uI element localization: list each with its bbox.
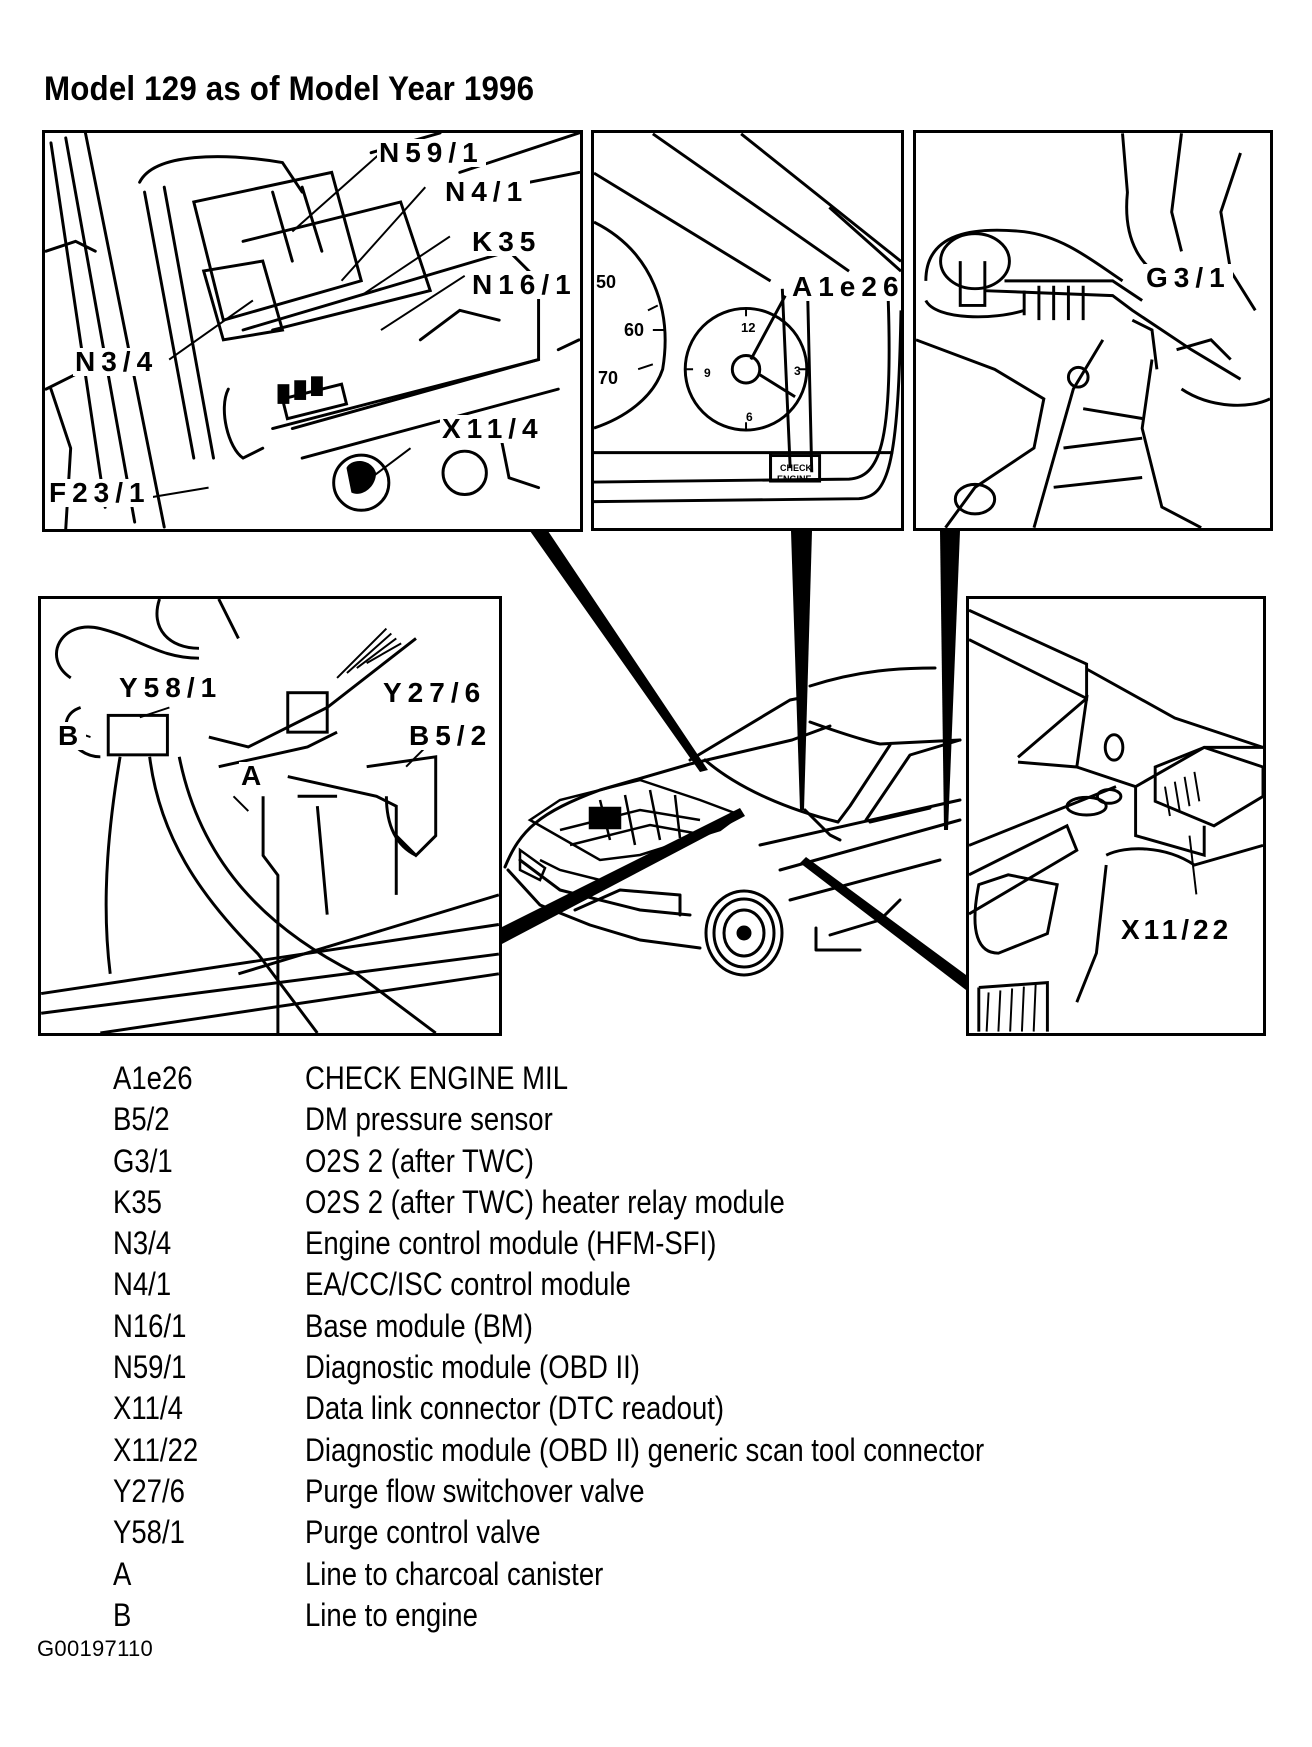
- clock-label-3: 3: [794, 364, 801, 378]
- front-wheel: [704, 889, 784, 977]
- callout-x11-4: X11/4: [440, 413, 546, 444]
- callout-y58-1: Y58/1: [117, 672, 225, 703]
- panel-instrument-cluster: 50 60 70 12 9 3 6 CHECK ENGINE A1e26: [591, 130, 904, 531]
- legend-code: X11/22: [113, 1431, 199, 1468]
- legend-description: Diagnostic module (OBD II): [305, 1349, 640, 1386]
- legend-code: N3/4: [113, 1225, 172, 1262]
- legend-description: O2S 2 (after TWC) heater relay module: [305, 1183, 785, 1220]
- callout-f23-1: F23/1: [47, 477, 153, 508]
- o2-sensor-illustration: [916, 133, 1270, 528]
- legend-description: EA/CC/ISC control module: [305, 1266, 631, 1303]
- gauge-label-50: 50: [596, 272, 617, 292]
- pointer-wedge-o2s: [940, 531, 960, 830]
- check-engine-indicator-line2: ENGINE: [777, 474, 812, 484]
- legend-code: X11/4: [113, 1390, 183, 1427]
- legend-code: A: [113, 1555, 132, 1592]
- callout-n16-1: N16/1: [470, 269, 579, 300]
- legend-description: Purge control valve: [305, 1514, 541, 1551]
- legend-description: Line to engine: [305, 1596, 478, 1633]
- callout-x11-22: X11/22: [1119, 914, 1235, 945]
- callout-g3-1: G3/1: [1144, 262, 1233, 293]
- legend-code: B: [113, 1596, 132, 1633]
- clock-label-6: 6: [746, 410, 753, 424]
- engine-compartment-illustration: [45, 133, 580, 529]
- gauge-label-60: 60: [624, 320, 645, 340]
- clock-label-12: 12: [741, 320, 756, 335]
- legend-description: Engine control module (HFM-SFI): [305, 1225, 717, 1262]
- pointer-wedge-footwell: [800, 857, 966, 990]
- panel-purge-valves: Y58/1 Y27/6 B B5/2 A: [38, 596, 502, 1036]
- legend-description: Base module (BM): [305, 1307, 533, 1344]
- legend-description: CHECK ENGINE MIL: [305, 1060, 569, 1096]
- pointer-wedge-cluster: [791, 531, 812, 810]
- legend-code: K35: [113, 1183, 162, 1220]
- check-engine-indicator-line1: CHECK: [780, 463, 813, 473]
- callout-b: B: [56, 720, 87, 751]
- panel-engine-compartment: N59/1 N4/1 K35 N16/1 N3/4 X11/4 F23/1: [42, 130, 583, 532]
- pointer-wedge-engine: [530, 531, 708, 772]
- legend-code: Y58/1: [113, 1514, 185, 1551]
- vehicle-overview-drawing: [500, 531, 966, 990]
- callout-n59-1: N59/1: [377, 137, 486, 168]
- legend-description: Data link connector (DTC readout): [305, 1390, 725, 1427]
- legend-code: N16/1: [113, 1307, 187, 1344]
- legend-code: N4/1: [113, 1266, 172, 1303]
- callout-k35: K35: [470, 226, 544, 257]
- footwell-connector-illustration: [969, 608, 1263, 1032]
- legend-code: A1e26: [113, 1060, 193, 1096]
- legend-description: DM pressure sensor: [305, 1101, 553, 1138]
- callout-a1e26: A1e26: [790, 273, 901, 301]
- legend-description: O2S 2 (after TWC): [305, 1142, 534, 1179]
- legend-code: Y27/6: [113, 1472, 185, 1509]
- instrument-cluster-illustration: [594, 133, 901, 504]
- callout-b5-2: B5/2: [407, 720, 495, 751]
- legend-description: Purge flow switchover valve: [305, 1472, 645, 1509]
- callout-y27-6: Y27/6: [381, 677, 489, 708]
- purge-valves-illustration: [41, 599, 499, 1033]
- callout-n3-4: N3/4: [73, 346, 161, 377]
- clock-label-9: 9: [704, 366, 711, 380]
- callout-n4-1: N4/1: [443, 176, 531, 207]
- engine-bay-detail: [518, 778, 743, 882]
- panel-o2-sensor: G3/1: [913, 130, 1273, 531]
- callout-a: A: [239, 760, 270, 791]
- gauge-label-70: 70: [598, 368, 619, 388]
- diagram-title: Model 129 as of Model Year 1996: [44, 70, 535, 108]
- car-outline: [503, 666, 962, 952]
- legend-code: G3/1: [113, 1142, 173, 1179]
- legend-description: Diagnostic module (OBD II) generic scan …: [305, 1431, 985, 1468]
- figure-id: G00197110: [37, 1636, 154, 1661]
- legend-description: Line to charcoal canister: [305, 1555, 604, 1592]
- legend-code: B5/2: [113, 1101, 170, 1138]
- panel-footwell-connector: X11/22: [966, 596, 1266, 1036]
- legend-code: N59/1: [113, 1349, 187, 1386]
